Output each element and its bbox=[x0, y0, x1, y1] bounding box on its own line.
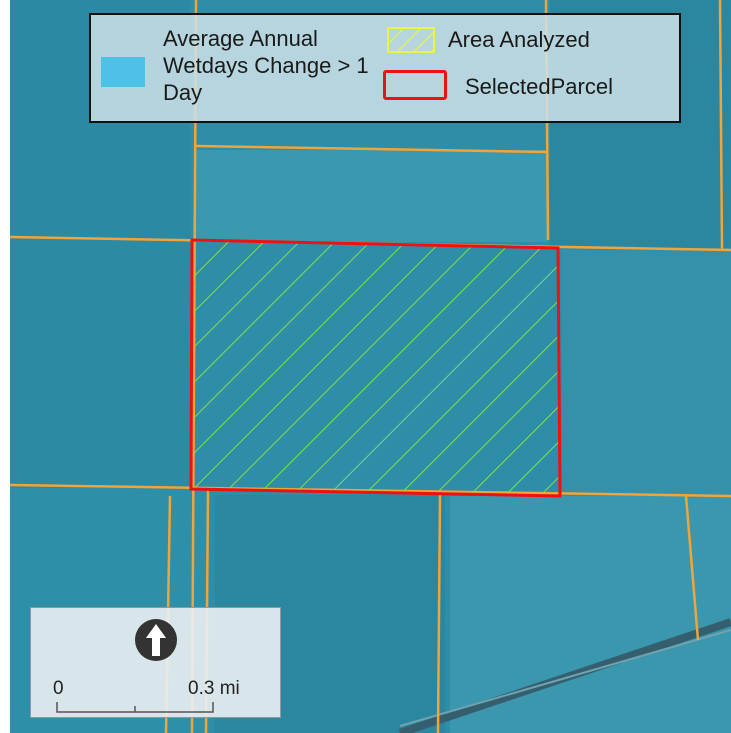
map-canvas[interactable]: Average Annual Wetdays Change > 1 Day Ar… bbox=[10, 0, 731, 733]
scale-start-label: 0 bbox=[53, 678, 64, 699]
scale-end-label: 0.3 mi bbox=[188, 678, 240, 699]
selected-parcel[interactable] bbox=[189, 238, 562, 498]
legend-swatch-selected-parcel bbox=[383, 70, 447, 100]
field-patch bbox=[450, 496, 731, 733]
legend-swatch-wetdays bbox=[101, 57, 145, 87]
road bbox=[399, 629, 731, 727]
map-legend: Average Annual Wetdays Change > 1 Day Ar… bbox=[89, 13, 681, 123]
field-patch bbox=[562, 250, 731, 494]
legend-label-wetdays: Average Annual Wetdays Change > 1 Day bbox=[163, 26, 369, 105]
north-arrow-icon bbox=[135, 619, 177, 661]
scale-bar bbox=[56, 702, 214, 713]
field-patch bbox=[196, 150, 548, 242]
scale-box: 0 0.3 mi bbox=[30, 607, 281, 718]
field-patch bbox=[10, 240, 190, 488]
area-analyzed[interactable] bbox=[191, 240, 560, 496]
legend-label-area-analyzed: Area Analyzed bbox=[448, 27, 590, 52]
legend-label-selected-parcel: SelectedParcel bbox=[465, 74, 613, 99]
legend-swatch-area-analyzed bbox=[387, 27, 435, 53]
